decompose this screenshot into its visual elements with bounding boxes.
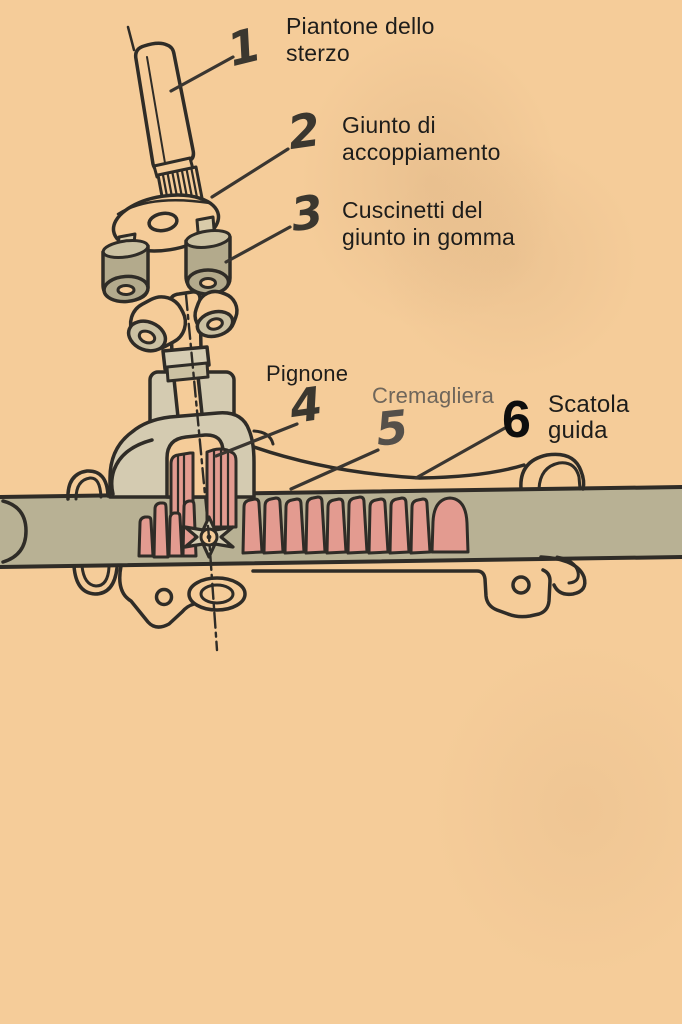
rack-tooth: [283, 497, 306, 555]
rack-tooth: [367, 497, 390, 555]
rack-tooth: [152, 501, 170, 559]
callout-label-6: Scatola guida: [548, 391, 630, 444]
steering-column: [126, 25, 204, 209]
leader-line-1: [169, 55, 235, 93]
leader-line-5: [289, 448, 380, 491]
rack-tooth: [325, 497, 348, 555]
shaft-collar-2: [165, 361, 210, 383]
bushing-right: [184, 229, 232, 296]
rack-tooth: [304, 495, 327, 555]
callout-label-1: Piantone dello sterzo: [286, 13, 435, 66]
rack-tooth: [137, 515, 155, 558]
callout-number-2: 2: [284, 102, 324, 160]
bracket-hole: [154, 587, 174, 607]
dome-left-flare: [109, 438, 154, 496]
rack-tooth: [346, 495, 369, 555]
rack-tooth: [409, 497, 432, 555]
rack-tooth: [241, 497, 264, 555]
rack-teeth: [137, 495, 470, 559]
callout-label-3: Cuscinetti del giunto in gomma: [342, 197, 516, 250]
bushing-arc-upper-inner: [537, 461, 582, 491]
bar-clamp-left: [66, 469, 119, 596]
callout-label-2: Giunto di accoppiamento: [342, 112, 501, 165]
ring-cylinder-left: [126, 295, 188, 353]
rack-tooth: [388, 496, 411, 555]
callout-label-4: Pignone: [266, 361, 349, 386]
callout-number-6: 6: [502, 391, 531, 449]
rack-tooth-end: [430, 496, 470, 554]
leader-line-4: [214, 422, 299, 458]
bushing-left: [101, 238, 150, 304]
callout-number-3: 3: [287, 184, 327, 242]
flange-hole: [147, 211, 179, 233]
leader-lines: [169, 55, 507, 491]
leader-line-3: [224, 225, 292, 264]
column-centerline-tick: [126, 25, 136, 52]
bar-end-cap: [1, 499, 28, 564]
mount-bracket-right: [251, 555, 587, 619]
flange-rim: [116, 198, 212, 216]
centerline: [184, 293, 219, 652]
leader-line-6: [414, 426, 507, 480]
rack-tooth: [167, 511, 184, 558]
ring-cylinder-right: [193, 289, 239, 339]
callout-label-5: Cremagliera: [372, 383, 495, 408]
callout-number-4: 4: [286, 376, 326, 434]
housing-tube: [252, 429, 586, 491]
bracket-hole: [511, 575, 531, 595]
rubber-bushings: [101, 215, 232, 304]
lower-coupling: [126, 289, 239, 383]
mount-bracket-left: [118, 564, 247, 629]
rack-tooth: [262, 496, 285, 555]
callout-number-5: 5: [373, 399, 411, 457]
leader-line-2: [210, 147, 290, 199]
mount-ring-outer: [187, 576, 247, 612]
bushing-arc-lower-inner: [555, 555, 580, 585]
mount-ring-inner: [199, 583, 235, 605]
bushing-arc-upper: [519, 452, 586, 491]
